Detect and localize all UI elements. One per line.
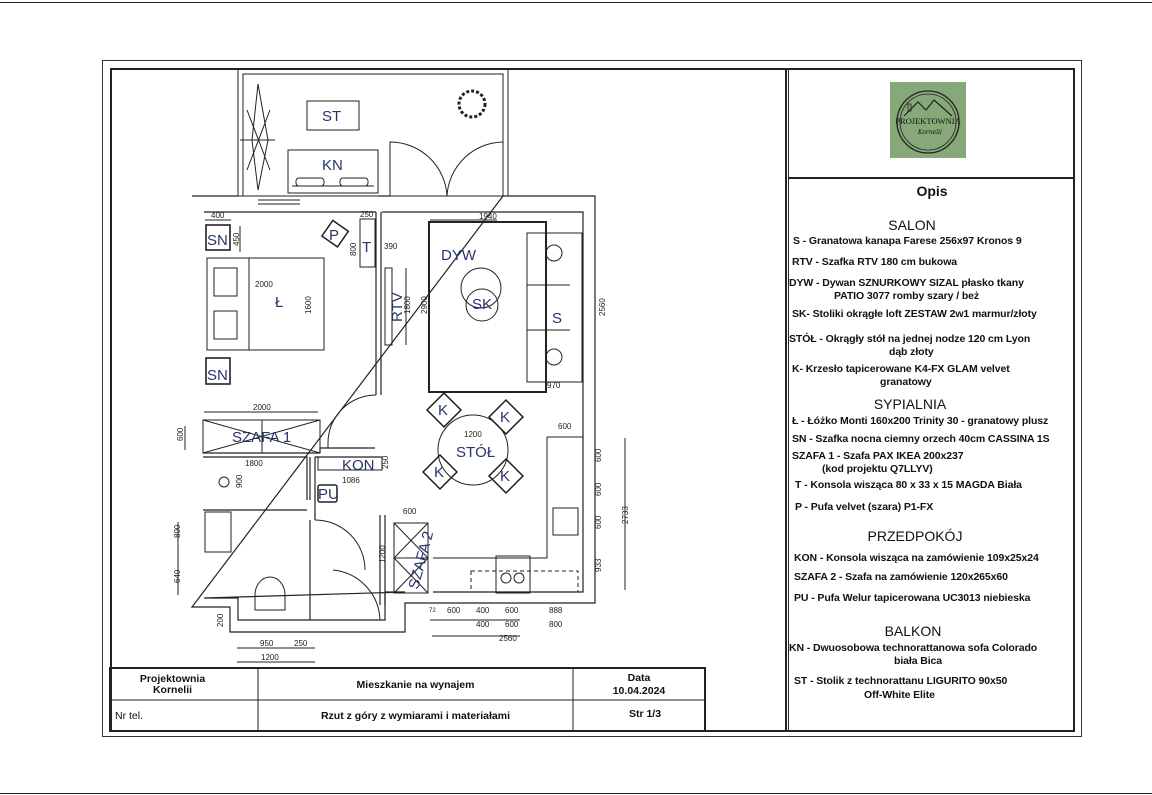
legend-heading-salon: SALON [888, 217, 936, 233]
legend-divider [785, 68, 789, 732]
title-block-company: Projektownia Kornelii [139, 673, 206, 696]
legend-item-kn-cont: biała Bica [894, 655, 943, 667]
logo-seal-icon: PROJEKTOWNIA Kornelii [895, 90, 962, 154]
legend-item-sn: SN - Szafka nocna ciemny orzech 40cm CAS… [792, 433, 1050, 445]
company-logo: PROJEKTOWNIA Kornelii [890, 82, 966, 158]
svg-text:Kornelii: Kornelii [917, 129, 942, 136]
legend-item-k-cont: granatowy [880, 376, 932, 388]
legend-item-rtv: RTV - Szafka RTV 180 cm bukowa [792, 256, 958, 268]
title-block-date: 10.04.2024 [612, 685, 666, 697]
legend-heading-przedpokoj: PRZEDPOKÓJ [867, 528, 963, 544]
legend-item-szafa1-cont: (kod projektu Q7LLYV) [822, 463, 933, 475]
page-top-edge [0, 2, 1152, 3]
legend-title: Opis [916, 183, 948, 199]
legend-item-szafa2: SZAFA 2 - Szafa na zamówienie 120x265x60 [794, 571, 1008, 583]
legend-item-st: ST - Stolik z technorattanu LIGURITO 90x… [794, 675, 1008, 687]
legend-item-l: Ł - Łóżko Monti 160x200 Trinity 30 - gra… [792, 415, 1049, 427]
legend-item-p: P - Pufa velvet (szara) P1-FX [795, 501, 934, 513]
legend-item-st-cont: Off-White Elite [864, 689, 935, 701]
title-block-project: Mieszkanie na wynajem [356, 679, 475, 691]
title-block-drawing: Rzut z góry z wymiarami i materiałami [320, 710, 511, 722]
sheet-border [102, 60, 1082, 737]
legend-item-stol-cont: dąb złoty [889, 346, 934, 358]
legend-item-s: S - Granatowa kanapa Farese 256x97 Krono… [793, 235, 1022, 247]
title-block-page: Str 1/3 [628, 708, 662, 720]
legend-item-dyw-cont: PATIO 3077 romby szary / beż [834, 290, 980, 302]
legend-item-szafa1: SZAFA 1 - Szafa PAX IKEA 200x237 [792, 450, 964, 462]
legend-item-t: T - Konsola wisząca 80 x 33 x 15 MAGDA B… [795, 479, 1022, 491]
legend-item-stol: STÓŁ - Okrągły stół na jednej nodze 120 … [789, 333, 1031, 345]
legend-heading-sypialnia: SYPIALNIA [873, 396, 947, 412]
page-bottom-edge [0, 793, 1152, 794]
legend-item-dyw: DYW - Dywan SZNURKOWY SIZAL płasko tkany [789, 277, 1024, 289]
logo-divider [789, 177, 1075, 179]
legend-item-sk: SK- Stoliki okrągłe loft ZESTAW 2w1 marm… [792, 308, 1037, 320]
svg-text:PROJEKTOWNIA: PROJEKTOWNIA [895, 116, 961, 126]
title-block-phone-label: Nr tel. [115, 710, 144, 722]
legend-heading-balkon: BALKON [884, 623, 942, 639]
legend-item-pu: PU - Pufa Welur tapicerowana UC3013 nieb… [794, 592, 1031, 604]
legend-item-k: K- Krzesło tapicerowane K4-FX GLAM velve… [792, 363, 1010, 375]
legend-item-kn: KN - Dwuosobowa technorattanowa sofa Col… [789, 642, 1038, 654]
legend-item-kon: KON - Konsola wisząca na zamówienie 109x… [794, 552, 1039, 564]
title-block-date-label: Data [627, 672, 651, 684]
